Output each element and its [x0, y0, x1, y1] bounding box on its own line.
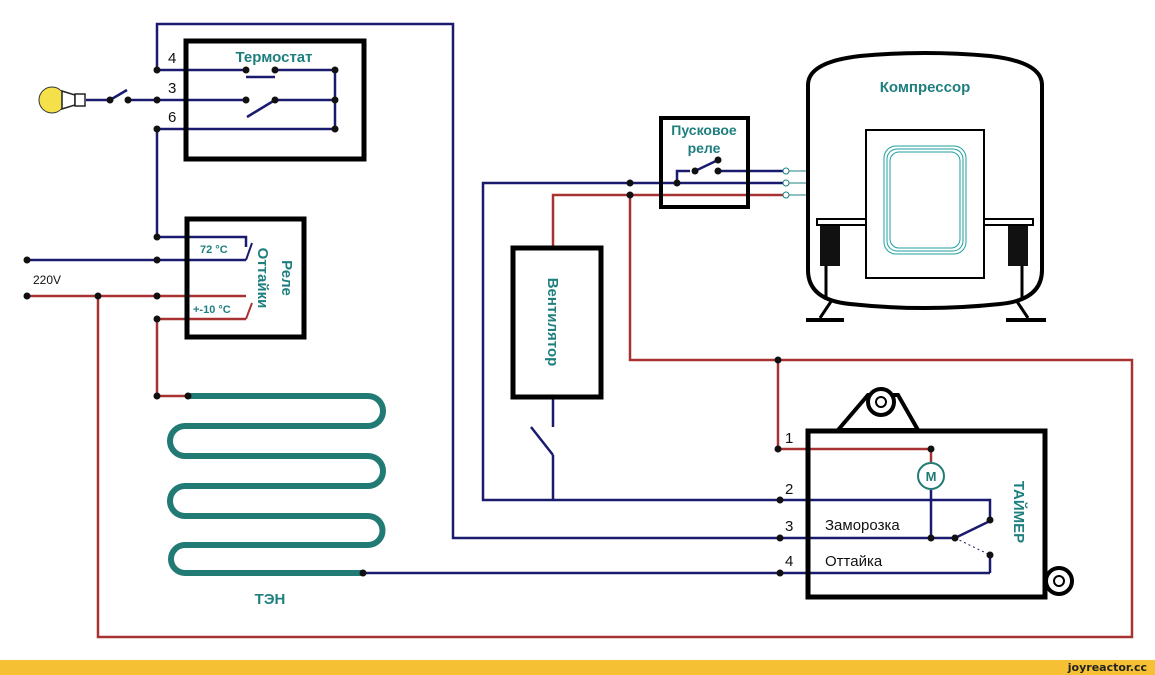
timer-terminal-3: 3 — [785, 518, 793, 535]
start-relay-box — [659, 116, 750, 209]
timer-title: ТАЙМЕР — [1010, 481, 1028, 543]
thermostat-terminal-4: 4 — [168, 50, 176, 67]
thermostat-terminal-6: 6 — [168, 109, 176, 126]
wire-timer1 — [776, 360, 933, 462]
timer-motor-label: M — [926, 469, 937, 484]
site-watermark[interactable]: joyreactor.cc — [1067, 661, 1147, 674]
defrost-relay-contact-72: 72 °C — [200, 244, 228, 256]
fan-box — [510, 245, 604, 400]
junction-dots — [23, 66, 994, 577]
wire-thermostat4-to-timer3 — [155, 22, 780, 540]
timer-motor-icon — [917, 462, 945, 490]
timer-box — [805, 428, 1048, 600]
wire-relay-to-heater — [155, 317, 246, 398]
thermostat-title: Термостат — [236, 49, 313, 66]
red-wires — [27, 193, 1134, 639]
defrost-relay-title-1: Реле — [278, 260, 295, 296]
timer-terminal-1: 1 — [785, 430, 793, 447]
lamp-icon — [38, 86, 86, 114]
timer-mode-freeze: Заморозка — [825, 517, 900, 534]
defrost-relay-switch-top — [245, 242, 253, 261]
wire-therm6-to-relay — [155, 129, 248, 247]
timer-switch-alt — [954, 537, 991, 556]
compressor-title: Компрессор — [880, 79, 971, 96]
thermostat-terminal-3: 3 — [168, 80, 176, 97]
defrost-relay-switch-bottom — [245, 302, 253, 320]
wire-red-bottom-loop — [96, 195, 1134, 639]
start-relay-title-2: реле — [688, 140, 721, 156]
fan-title: Вентилятор — [544, 278, 561, 367]
blue-wires — [27, 22, 992, 575]
compressor-icon — [806, 51, 1046, 322]
refrigerator-wiring-diagram: Термостат 4 3 6 Реле Оттайки 72 °C +-10 … — [23, 22, 1134, 639]
start-relay-switch — [694, 158, 719, 173]
thermostat-box — [183, 38, 367, 162]
timer-mode-defrost: Оттайка — [825, 553, 883, 570]
thermostat-contact-no — [246, 98, 276, 119]
timer-mount-icon — [833, 387, 1074, 596]
wire-start-relay-internal — [675, 169, 690, 183]
timer-switch — [954, 518, 993, 540]
start-relay-title-1: Пусковое — [671, 122, 737, 138]
supply-voltage-label: 220V — [33, 273, 61, 287]
heater-coil-icon — [167, 393, 386, 576]
timer-terminal-4: 4 — [785, 553, 793, 570]
wire-fan-red — [551, 193, 786, 248]
timer-terminal-2: 2 — [785, 481, 793, 498]
wire-fan-loop — [481, 181, 780, 502]
fan-switch — [530, 426, 554, 456]
defrost-relay-box — [184, 216, 307, 340]
heater-title: ТЭН — [255, 591, 286, 608]
wire-timer2 — [780, 498, 992, 518]
footer-bar: joyreactor.cc — [0, 660, 1155, 675]
defrost-relay-contact-10: +-10 °C — [193, 304, 231, 316]
defrost-relay-title-2: Оттайки — [254, 248, 271, 309]
